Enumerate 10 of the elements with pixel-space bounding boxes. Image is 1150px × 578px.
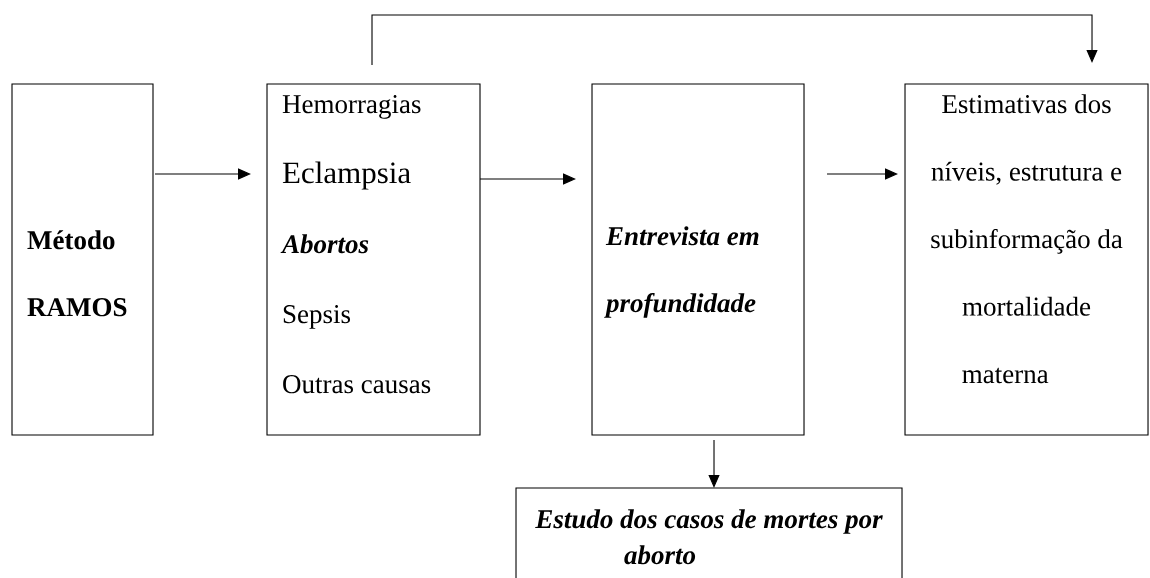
arrow [479, 173, 576, 185]
arrow [371, 14, 1098, 66]
arrow [154, 168, 251, 180]
study-box: Estudo dos casos de mortes por aborto [515, 487, 903, 578]
cause-list-box: Hemorragias Eclampsia Abortos Sepsis Outras causas [266, 83, 481, 436]
estimate-box: Estimativas dos níveis, estrutura e subinformação da mortalidade materna [904, 83, 1149, 436]
arrow [826, 168, 898, 180]
arrow [708, 439, 720, 488]
interview-box: Entrevista em profundidade [591, 83, 805, 436]
method-box: Método RAMOS [11, 83, 154, 436]
